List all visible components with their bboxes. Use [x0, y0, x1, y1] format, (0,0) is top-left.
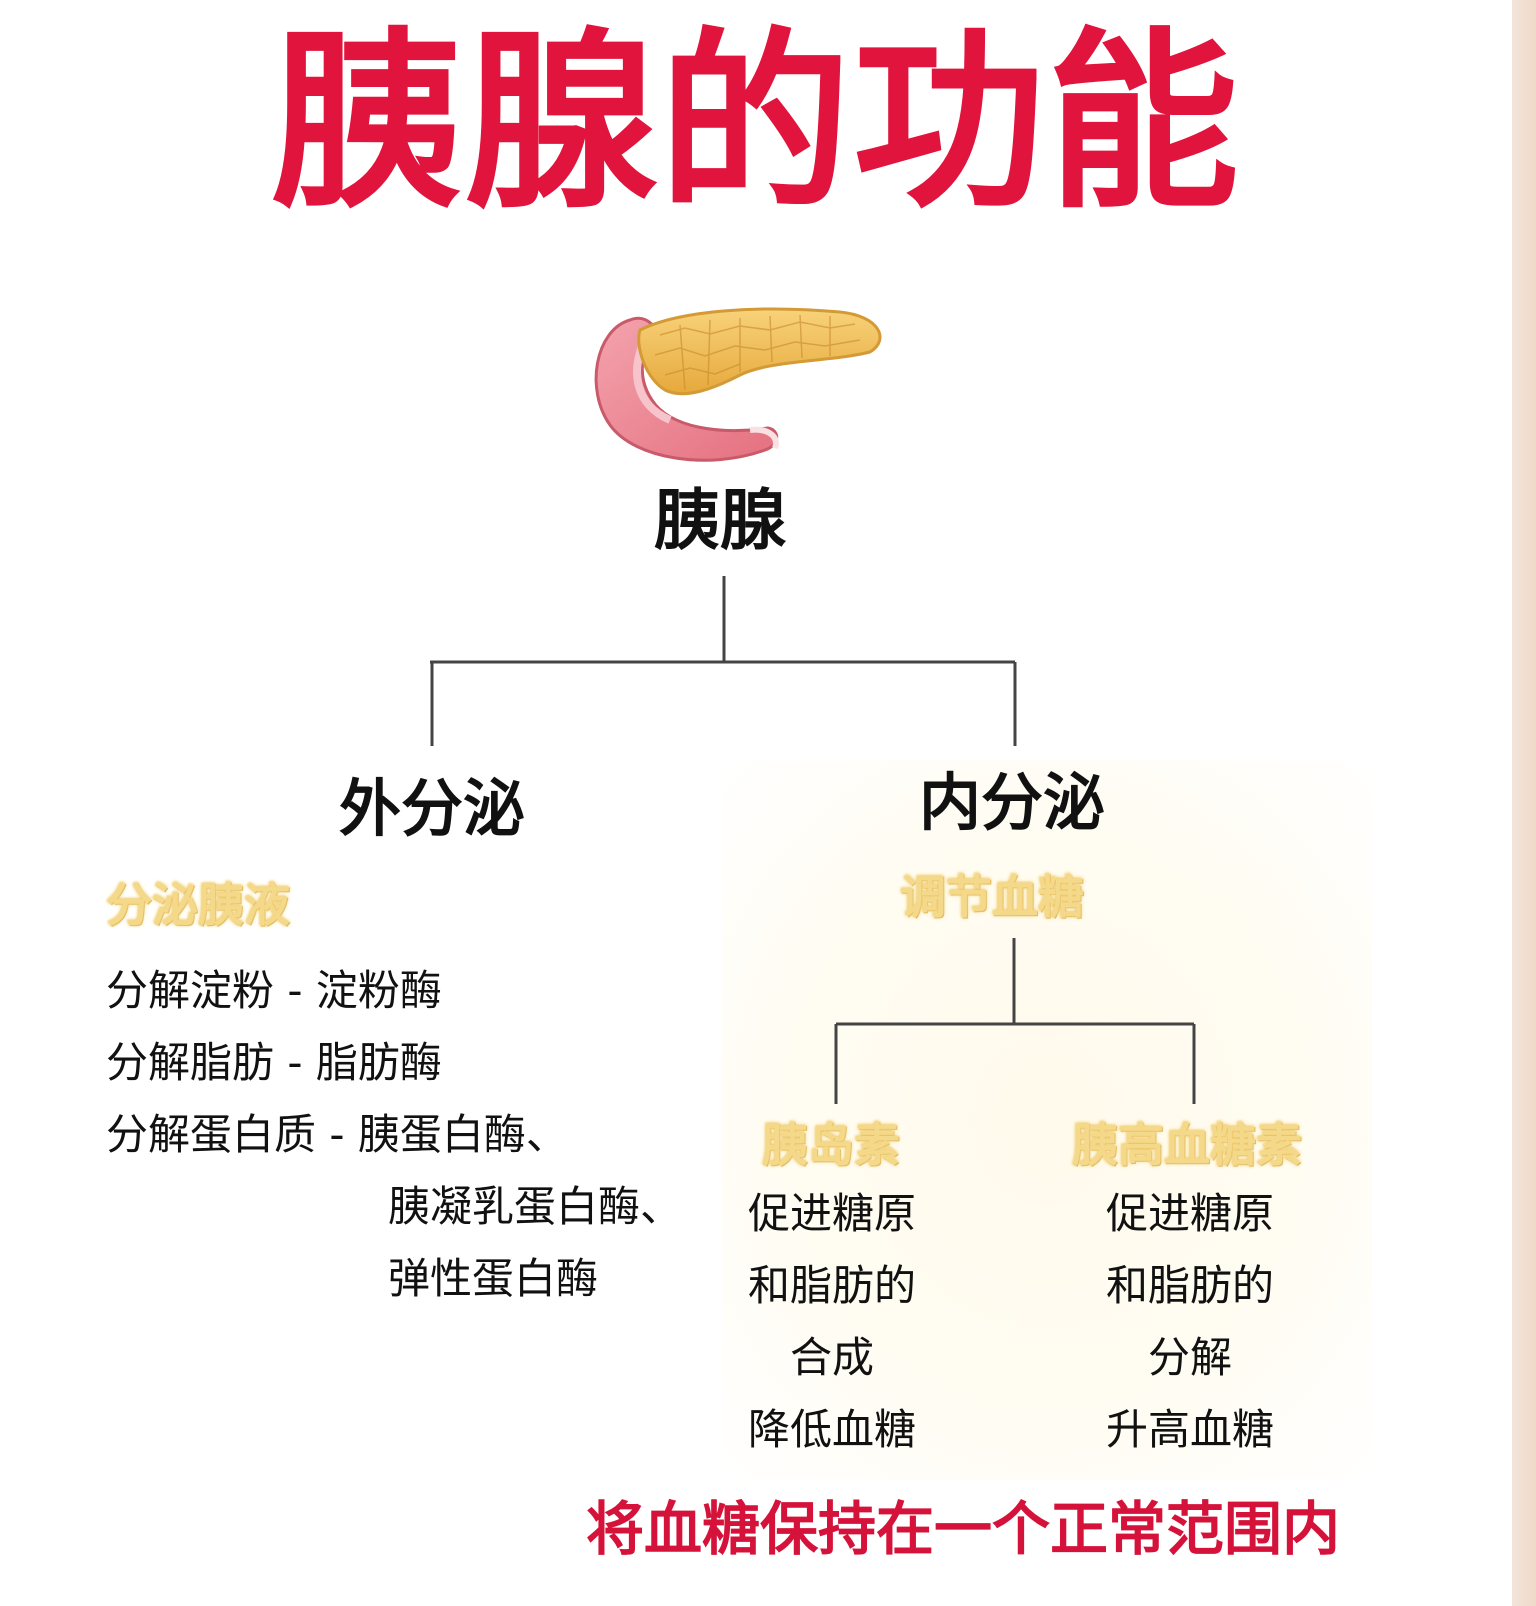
- list-item: 分解脂肪 - 脂肪酶: [106, 1038, 442, 1087]
- glucagon-line: 和脂肪的: [1105, 1261, 1274, 1310]
- insulin-description: 促进糖原 和脂肪的 合成 降低血糖: [702, 1178, 962, 1466]
- endocrine-heading: 内分泌: [918, 766, 1105, 839]
- endocrine-subheading: 调节血糖: [900, 870, 1084, 924]
- glucagon-line: 促进糖原: [1105, 1189, 1274, 1238]
- insulin-heading: 胰岛素: [762, 1118, 900, 1172]
- list-item: 弹性蛋白酶: [388, 1254, 599, 1303]
- footer-conclusion: 将血糖保持在一个正常范围内: [586, 1495, 1341, 1563]
- list-item: 分解淀粉 - 淀粉酶: [106, 966, 442, 1015]
- glucagon-line: 升高血糖: [1105, 1405, 1274, 1454]
- insulin-line: 和脂肪的: [747, 1261, 916, 1310]
- root-label: 胰腺: [654, 482, 786, 559]
- page-title: 胰腺的功能: [271, 12, 1241, 235]
- endocrine-panel: [722, 760, 1372, 1480]
- insulin-line: 促进糖原: [747, 1189, 916, 1238]
- pancreas-icon: [594, 307, 882, 462]
- glucagon-line: 分解: [1147, 1333, 1232, 1382]
- list-item: 胰凝乳蛋白酶、: [388, 1182, 683, 1231]
- page-edge-strip: [1512, 0, 1536, 1606]
- list-item: 分解蛋白质 - 胰蛋白酶、: [106, 1110, 568, 1159]
- insulin-line: 降低血糖: [747, 1405, 916, 1454]
- exocrine-heading: 外分泌: [338, 772, 525, 845]
- glucagon-description: 促进糖原 和脂肪的 分解 升高血糖: [1060, 1178, 1320, 1466]
- exocrine-subheading: 分泌胰液: [106, 878, 290, 932]
- glucagon-heading: 胰高血糖素: [1072, 1118, 1302, 1172]
- exocrine-enzyme-list: 分解淀粉 - 淀粉酶 分解脂肪 - 脂肪酶 分解蛋白质 - 胰蛋白酶、 胰凝乳蛋…: [106, 955, 726, 1315]
- insulin-line: 合成: [789, 1333, 874, 1382]
